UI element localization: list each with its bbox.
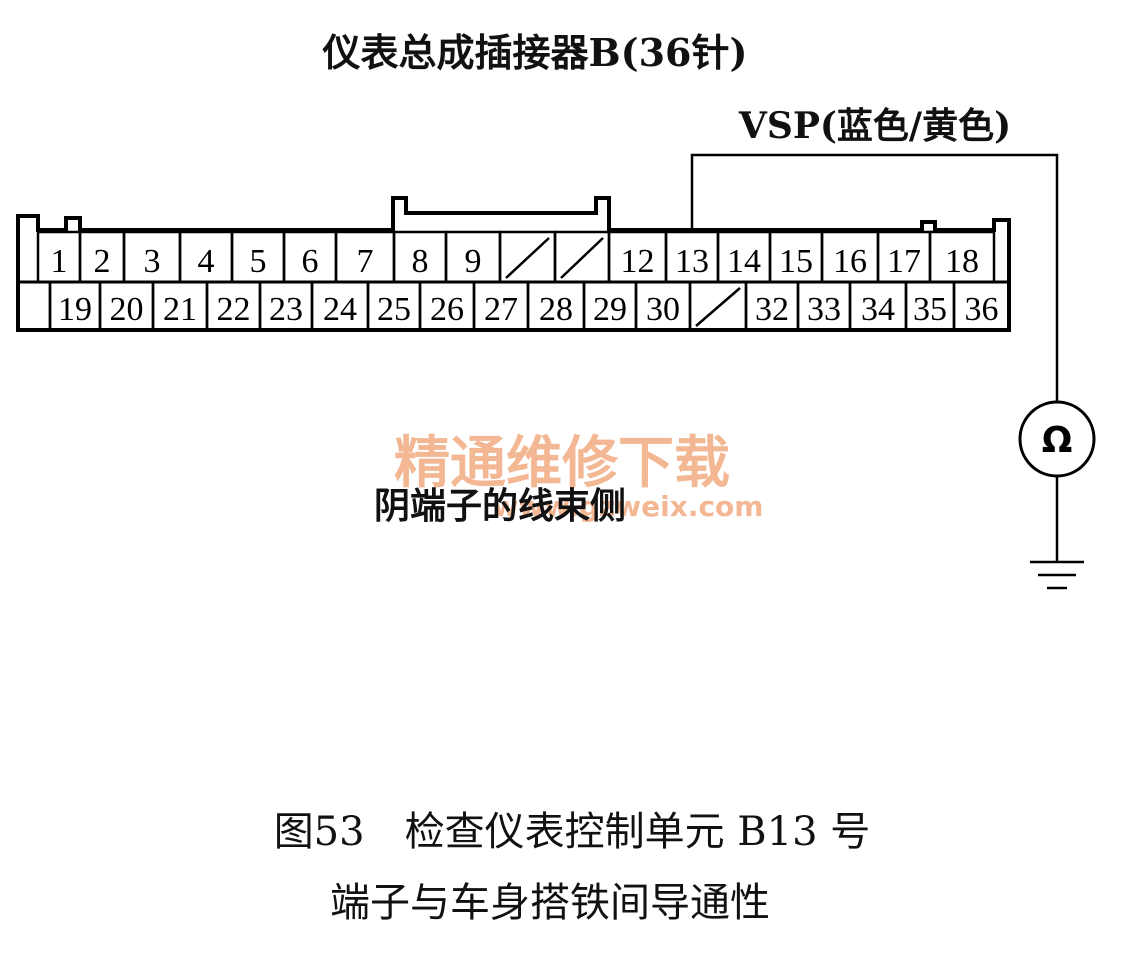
pin-p3: 3 [122, 230, 182, 284]
pin-p33: 33 [796, 280, 852, 332]
pin-label: 15 [779, 243, 813, 280]
pin-label: 25 [377, 291, 411, 328]
ohm-symbol: Ω [1042, 420, 1073, 461]
pin-p26: 26 [418, 280, 476, 332]
pin-p12: 12 [607, 230, 668, 284]
pin-label: 30 [646, 291, 680, 328]
pin-p27: 27 [472, 280, 530, 332]
pin-p5: 5 [230, 230, 286, 284]
pin-p2: 2 [78, 230, 126, 284]
pin-p34: 34 [848, 280, 908, 332]
connector-title: 仪表总成插接器B(36针) [322, 30, 748, 75]
pin-p1: 1 [36, 230, 82, 284]
pin-p8: 8 [392, 230, 448, 284]
pin-p14: 14 [716, 230, 772, 284]
pin-p13: 13 [664, 230, 720, 284]
connector-body [16, 196, 1011, 332]
pin-label: 8 [412, 243, 429, 280]
pin-label: 1 [51, 243, 68, 280]
pin-p24: 24 [310, 280, 370, 332]
pin-label: 17 [887, 243, 921, 280]
pin-p23: 23 [258, 280, 314, 332]
pin-label: 14 [727, 243, 761, 280]
pin-p9: 9 [444, 230, 502, 284]
empty-pin-slash [560, 237, 604, 279]
watermark-url: www.gzweix.com [493, 490, 764, 523]
pin-label: 36 [965, 291, 999, 328]
pin-label: 32 [755, 291, 789, 328]
caption-line-1: 图53 检查仪表控制单元 B13 号 [274, 809, 871, 855]
pin-label: 33 [807, 291, 841, 328]
watermark-text: 精通维修下载 [394, 431, 730, 496]
ground-icon [1030, 560, 1084, 590]
caption-line-2: 端子与车身搭铁间导通性 [330, 880, 770, 926]
pin-p29: 29 [582, 280, 638, 332]
pin-p18: 18 [928, 230, 996, 284]
pin-label: 4 [198, 243, 215, 280]
pin-label: 5 [250, 243, 267, 280]
ohmmeter-circle [1018, 400, 1096, 478]
pin-p17: 17 [876, 230, 932, 284]
pin-label: 24 [323, 291, 357, 328]
pin-p22: 22 [205, 280, 262, 332]
ohmmeter: Ω [1018, 400, 1096, 478]
pin-p19: 19 [48, 280, 102, 332]
pin-p16: 16 [820, 230, 880, 284]
pin-p10 [498, 230, 557, 284]
pin-p28: 28 [526, 280, 586, 332]
pin-label: 13 [675, 243, 709, 280]
pin-p35: 35 [904, 280, 956, 332]
test-wire [690, 153, 1059, 562]
pin-p11 [553, 230, 611, 284]
empty-pin-slash [505, 237, 550, 279]
pin-label: 20 [110, 291, 144, 328]
wire-path [690, 153, 1059, 402]
empty-pin-slash [695, 287, 741, 327]
pin-cell [952, 280, 1011, 332]
pin-label: 35 [913, 291, 947, 328]
pin-p32: 32 [744, 280, 800, 332]
wire-label: VSP(蓝色/黄色) [738, 105, 1011, 147]
connector-outline [16, 196, 1011, 332]
pin-label: 23 [269, 291, 303, 328]
pin-p36: 36 [952, 280, 1011, 332]
pin-label: 21 [163, 291, 197, 328]
pin-label: 9 [465, 243, 482, 280]
pin-p31 [688, 280, 748, 332]
pin-p20: 20 [98, 280, 155, 332]
pin-label: 29 [593, 291, 627, 328]
pin-label: 16 [833, 243, 867, 280]
pin-label: 2 [94, 243, 111, 280]
pin-p21: 21 [151, 280, 209, 332]
pin-label: 7 [357, 243, 374, 280]
pin-p15: 15 [768, 230, 824, 284]
pin-label: 22 [217, 291, 251, 328]
pin-label: 6 [302, 243, 319, 280]
pin-p6: 6 [282, 230, 338, 284]
pin-label: 28 [539, 291, 573, 328]
pin-p25: 25 [366, 280, 422, 332]
pin-p30: 30 [634, 280, 692, 332]
pin-label: 12 [621, 243, 655, 280]
pin-p4: 4 [178, 230, 234, 284]
watermark: 精通维修下载 www.gzweix.com [394, 431, 763, 523]
pin-label: 3 [144, 243, 161, 280]
pin-row-bottom: 19 20 21 22 23 24 25 26 27 28 29 30 32 33 34 35 36 [16, 280, 1011, 332]
pin-label: 34 [861, 291, 895, 328]
pin-label: 26 [430, 291, 464, 328]
pin-p7: 7 [334, 230, 396, 284]
pin-label: 18 [945, 243, 979, 280]
pin-label: 27 [484, 291, 518, 328]
harness-side-label: 阴端子的线束侧 [374, 485, 626, 527]
blank-cell [16, 280, 52, 332]
pin-label: 19 [58, 291, 92, 328]
